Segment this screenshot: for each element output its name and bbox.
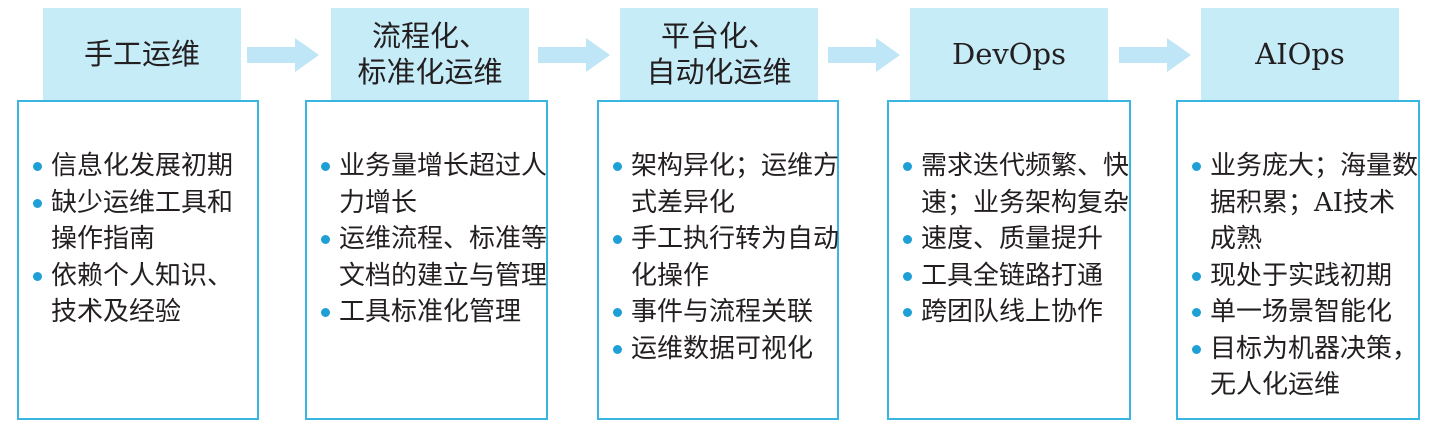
stage-3-header: 平台化、 自动化运维: [620, 8, 818, 100]
stage-4-title-line-1: DevOps: [951, 37, 1067, 71]
stage-2-item-2: 运维流程、标准等文档的建立与管理: [319, 221, 549, 294]
stage-5-card: 业务庞大；海量数据积累；AI技术成熟 现处于实践初期 单一场景智能化 目标为机器…: [1176, 100, 1420, 420]
stage-3-bullet-list: 架构异化；运维方式差异化 手工执行转为自动化操作 事件与流程关联 运维数据可视化: [611, 148, 839, 368]
stage-5-item-3: 单一场景智能化: [1190, 294, 1412, 331]
stage-5-bullet-list: 业务庞大；海量数据积累；AI技术成熟 现处于实践初期 单一场景智能化 目标为机器…: [1190, 148, 1418, 404]
stage-1-card: 信息化发展初期 缺少运维工具和操作指南 依赖个人知识、技术及经验: [17, 100, 259, 420]
stage-1-bullet-list: 信息化发展初期 缺少运维工具和操作指南 依赖个人知识、技术及经验: [31, 148, 251, 331]
flow-arrow-4: [1119, 38, 1191, 72]
stage-1-header: 手工运维: [43, 8, 241, 100]
stage-5-item-4: 目标为机器决策，无人化运维: [1190, 331, 1424, 404]
stage-2-header: 流程化、 标准化运维: [331, 8, 529, 100]
stage-1-item-3: 依赖个人知识、技术及经验: [31, 258, 239, 331]
stage-2-card: 业务量增长超过人力增长 运维流程、标准等文档的建立与管理 工具标准化管理: [305, 100, 548, 420]
stage-3-item-2: 手工执行转为自动化操作: [611, 221, 841, 294]
stage-3-item-3: 事件与流程关联: [611, 294, 831, 331]
stage-3-card: 架构异化；运维方式差异化 手工执行转为自动化操作 事件与流程关联 运维数据可视化: [597, 100, 839, 420]
flow-arrow-1: [247, 38, 319, 72]
stage-3-item-1: 架构异化；运维方式差异化: [611, 148, 841, 221]
stage-5-item-2: 现处于实践初期: [1190, 258, 1412, 295]
stage-1-item-2: 缺少运维工具和操作指南: [31, 185, 239, 258]
stage-2-item-1: 业务量增长超过人力增长: [319, 148, 549, 221]
stage-5-item-1: 业务庞大；海量数据积累；AI技术成熟: [1190, 148, 1420, 258]
stage-5-title-line-1: AIOps: [1255, 37, 1345, 71]
stage-4-bullet-list: 需求迭代频繁、快速；业务架构复杂 速度、质量提升 工具全链路打通 跨团队线上协作: [901, 148, 1129, 331]
stage-4-item-1: 需求迭代频繁、快速；业务架构复杂: [901, 148, 1131, 221]
flow-arrow-3: [828, 38, 900, 72]
stage-4-header: DevOps: [910, 8, 1108, 100]
stage-5-header: AIOps: [1201, 8, 1399, 100]
stage-1-item-1: 信息化发展初期: [31, 148, 251, 185]
stage-4-item-4: 跨团队线上协作: [901, 294, 1123, 331]
stage-2-title-line-1: 流程化、: [371, 19, 488, 53]
stage-4-item-3: 工具全链路打通: [901, 258, 1123, 295]
stage-4-item-2: 速度、质量提升: [901, 221, 1123, 258]
stage-3-title-line-2: 自动化运维: [646, 55, 792, 89]
flow-arrow-2: [538, 38, 610, 72]
stage-3-title-line-1: 平台化、: [660, 19, 777, 53]
stage-2-bullet-list: 业务量增长超过人力增长 运维流程、标准等文档的建立与管理 工具标准化管理: [319, 148, 547, 331]
stage-4-card: 需求迭代频繁、快速；业务架构复杂 速度、质量提升 工具全链路打通 跨团队线上协作: [887, 100, 1131, 420]
stage-3-item-4: 运维数据可视化: [611, 331, 831, 368]
stage-1-title-line-1: 手工运维: [83, 37, 200, 71]
stage-2-title-line-2: 标准化运维: [357, 55, 503, 89]
stage-2-item-3: 工具标准化管理: [319, 294, 540, 331]
